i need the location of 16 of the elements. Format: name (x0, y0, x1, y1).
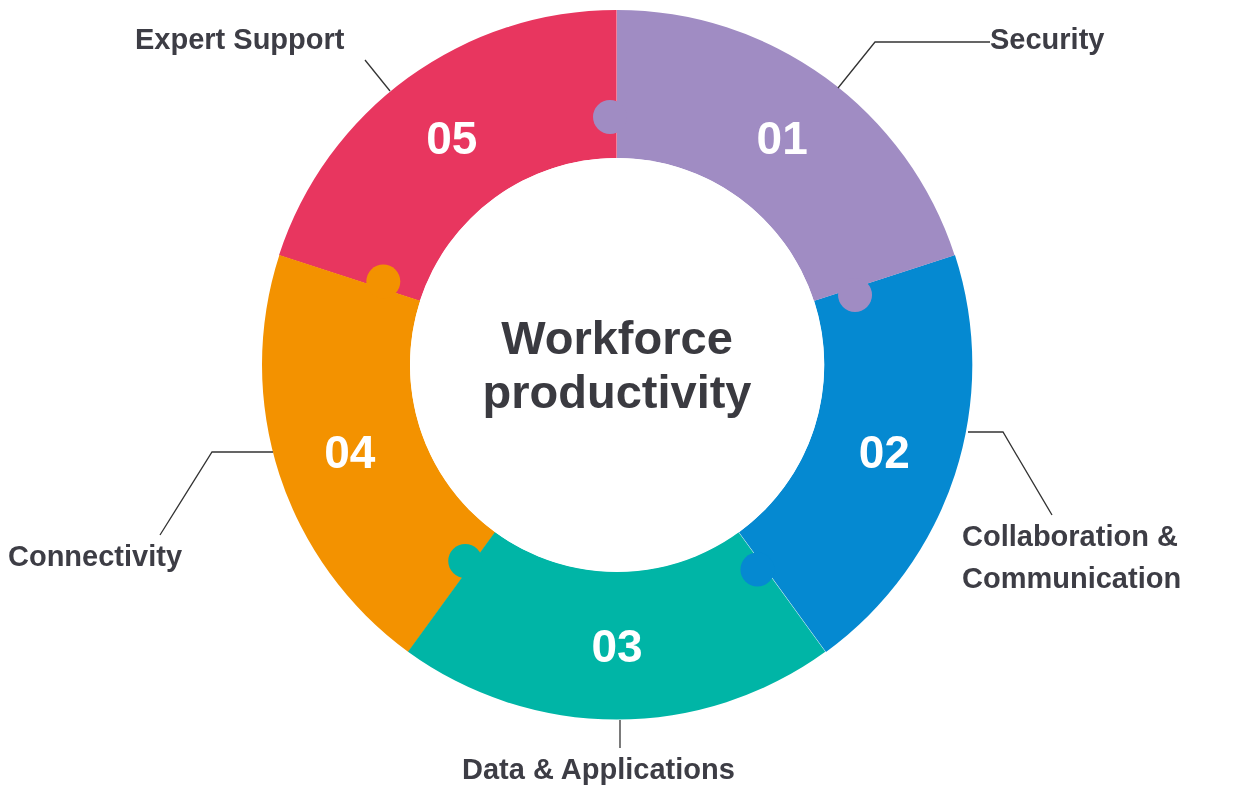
segment-label: Data & Applications (462, 748, 735, 789)
segment-label: Connectivity (8, 535, 183, 578)
step-number: 01 (756, 114, 808, 161)
leader-line (159, 451, 274, 536)
segment-label: Security (990, 18, 1105, 61)
segment-label: Collaboration & Communication (962, 515, 1232, 600)
leader-line (967, 431, 1053, 516)
leader-line (619, 719, 621, 749)
step-number: 04 (324, 428, 376, 475)
step-number: 03 (591, 623, 643, 669)
segment-label: Expert Support (135, 18, 365, 61)
step-number: 02 (858, 428, 910, 475)
step-number: 05 (426, 114, 478, 161)
center-title: Workforce productivity (481, 310, 753, 420)
leader-line (364, 59, 391, 92)
leader-line (837, 41, 991, 89)
